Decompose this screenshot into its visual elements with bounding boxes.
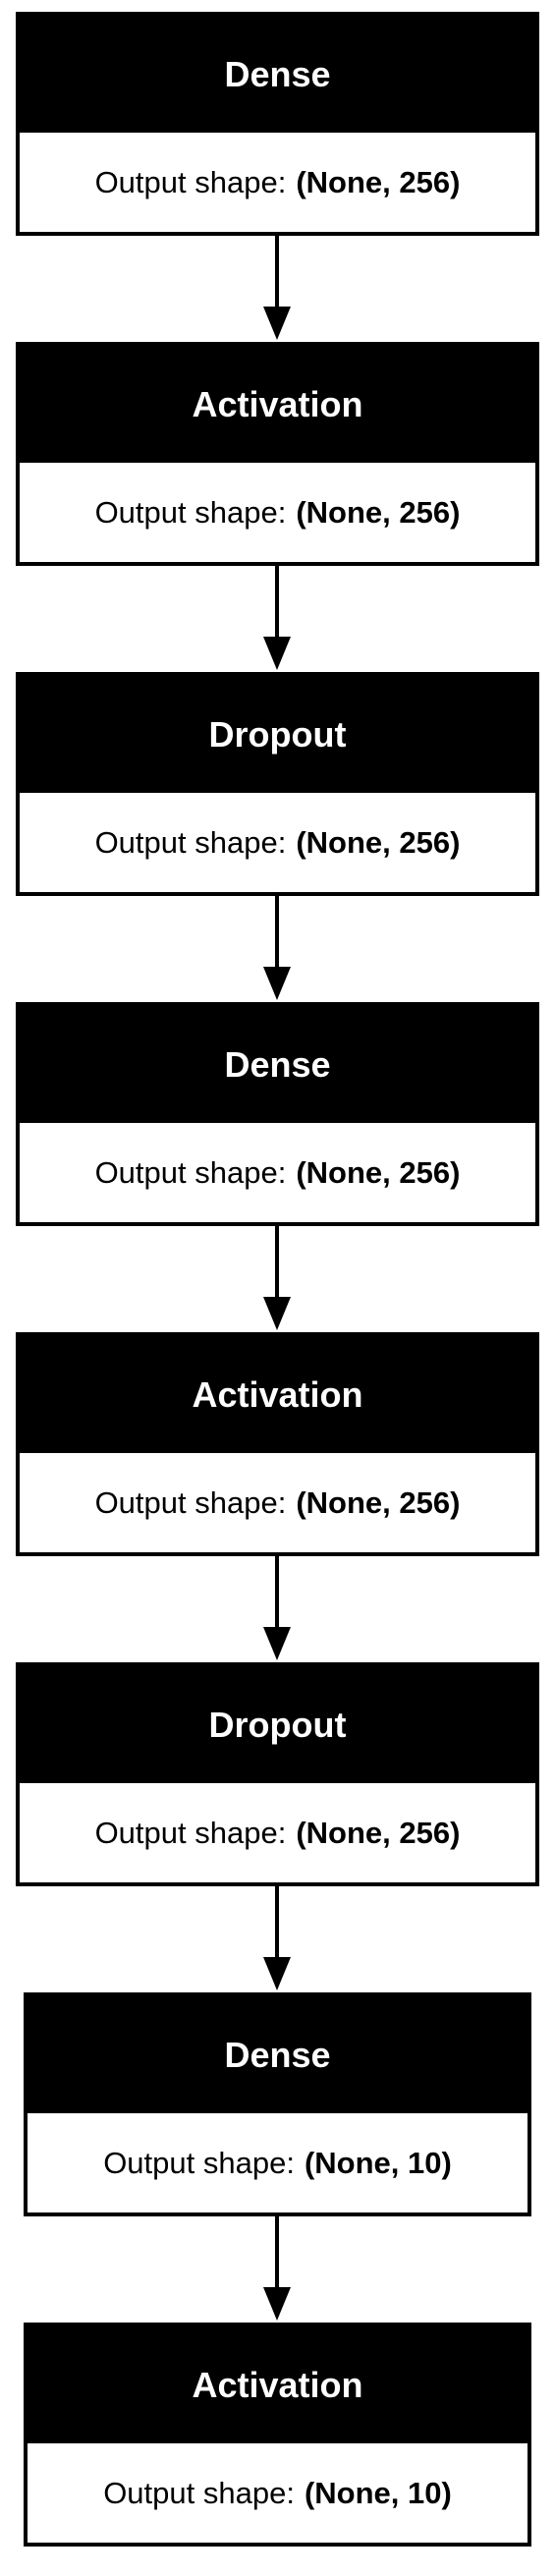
edge-line: [275, 1226, 279, 1297]
layer-output-shape: Output shape: (None, 256): [20, 133, 535, 232]
layer-node-dense-1: Dense Output shape: (None, 256): [16, 12, 539, 236]
layer-output-shape: Output shape: (None, 256): [20, 1123, 535, 1222]
edge-line: [275, 236, 279, 307]
layer-output-shape: Output shape: (None, 256): [20, 463, 535, 562]
layer-output-shape: Output shape: (None, 256): [20, 793, 535, 892]
layer-node-dense-2: Dense Output shape: (None, 256): [16, 1002, 539, 1226]
output-shape-value: (None, 256): [296, 1484, 461, 1520]
layer-title: Dropout: [20, 676, 535, 793]
edge-line: [275, 896, 279, 967]
layer-node-activation-1: Activation Output shape: (None, 256): [16, 342, 539, 566]
output-shape-value: (None, 10): [304, 2475, 452, 2510]
layer-output-shape: Output shape: (None, 256): [20, 1453, 535, 1552]
layer-title: Activation: [28, 2326, 527, 2443]
edge-line: [275, 2216, 279, 2287]
layer-node-dropout-2: Dropout Output shape: (None, 256): [16, 1662, 539, 1886]
edge-arrowhead-icon: [263, 307, 291, 340]
layer-title: Activation: [20, 346, 535, 463]
output-shape-label: Output shape:: [94, 824, 287, 860]
edge-arrowhead-icon: [263, 2287, 291, 2321]
output-shape-value: (None, 256): [296, 824, 461, 860]
edge-arrowhead-icon: [263, 1957, 291, 1990]
edge-arrowhead-icon: [263, 1627, 291, 1660]
layer-node-activation-3: Activation Output shape: (None, 10): [24, 2323, 531, 2547]
edge-line: [275, 1556, 279, 1627]
edge-arrowhead-icon: [263, 637, 291, 670]
layer-output-shape: Output shape: (None, 10): [28, 2113, 527, 2212]
output-shape-value: (None, 10): [304, 2145, 452, 2180]
output-shape-label: Output shape:: [94, 1154, 287, 1190]
output-shape-label: Output shape:: [103, 2475, 295, 2510]
output-shape-value: (None, 256): [296, 164, 461, 199]
layer-output-shape: Output shape: (None, 256): [20, 1783, 535, 1882]
edge-arrowhead-icon: [263, 967, 291, 1000]
output-shape-label: Output shape:: [103, 2145, 295, 2180]
output-shape-label: Output shape:: [94, 1815, 287, 1850]
output-shape-label: Output shape:: [94, 494, 287, 530]
layer-node-dropout-1: Dropout Output shape: (None, 256): [16, 672, 539, 896]
output-shape-value: (None, 256): [296, 494, 461, 530]
layer-title: Dropout: [20, 1666, 535, 1783]
layer-title: Activation: [20, 1336, 535, 1453]
layer-title: Dense: [20, 16, 535, 133]
layer-node-dense-3: Dense Output shape: (None, 10): [24, 1992, 531, 2216]
layer-node-activation-2: Activation Output shape: (None, 256): [16, 1332, 539, 1556]
output-shape-label: Output shape:: [94, 1484, 287, 1520]
output-shape-label: Output shape:: [94, 164, 287, 199]
layer-output-shape: Output shape: (None, 10): [28, 2443, 527, 2543]
edge-arrowhead-icon: [263, 1297, 291, 1330]
edge-line: [275, 566, 279, 637]
output-shape-value: (None, 256): [296, 1815, 461, 1850]
layer-title: Dense: [28, 1996, 527, 2113]
layer-title: Dense: [20, 1006, 535, 1123]
edge-line: [275, 1886, 279, 1957]
output-shape-value: (None, 256): [296, 1154, 461, 1190]
